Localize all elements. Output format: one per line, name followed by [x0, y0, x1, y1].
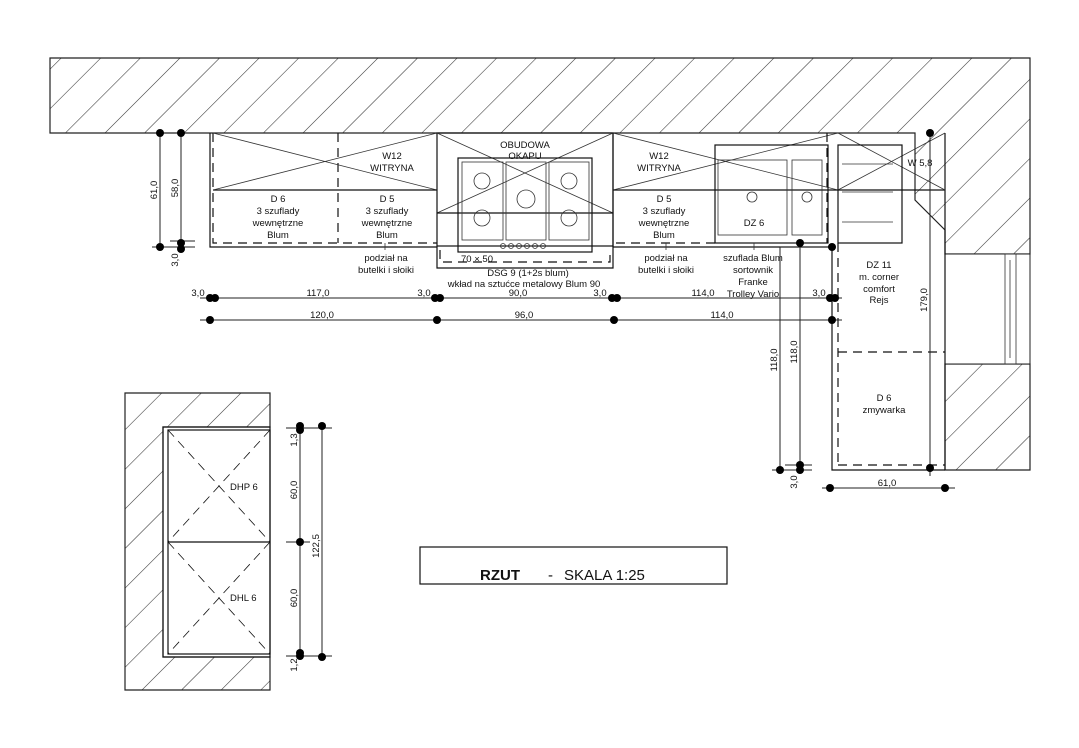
dim-1-3: 1,3 [289, 433, 300, 446]
dim-row2-0: 120,0 [310, 310, 334, 321]
cabinet-labels: W12 WITRYNA OBUDOWA OKAPU W12 WITRYNA W … [252, 140, 933, 416]
label-dsg: DSG 9 (1+2s blum) [487, 268, 569, 279]
dim-row1-3: 90,0 [509, 288, 528, 299]
dim-row1-1: 117,0 [306, 288, 329, 299]
title-main: RZUT [480, 567, 520, 584]
label-w12-left-sub: WITRYNA [370, 163, 414, 174]
corner-run [837, 132, 946, 466]
label-d6-left-3: Blum [267, 230, 289, 241]
dim-row1-0: 3,0 [191, 288, 204, 299]
window-opening [944, 253, 1031, 365]
label-d6-left: D 6 [271, 194, 286, 205]
label-okap-sub: OKAPU [508, 151, 541, 162]
window-frame [1004, 253, 1017, 365]
dim-row2-1: 96,0 [515, 310, 534, 321]
dim-row1-2: 3,0 [417, 288, 430, 299]
label-d6-zmywarka-1: zmywarka [863, 405, 906, 416]
label-d5-left-3: Blum [376, 230, 398, 241]
dim-118b: 118,0 [789, 340, 800, 363]
walls [49, 57, 1031, 471]
dim-60a: 60,0 [289, 481, 300, 500]
dim-60b: 60,0 [289, 589, 300, 608]
label-dz11: DZ 11 [866, 260, 891, 271]
label-dz11-3: Rejs [869, 295, 888, 306]
label-szuflada-1: sortownik [733, 265, 773, 276]
dim-61: 61,0 [149, 181, 160, 200]
label-d5-right: D 5 [657, 194, 672, 205]
label-w12-left: W12 [382, 151, 402, 162]
dim-row1-5: 114,0 [691, 288, 714, 299]
label-szuflada-3: Trolley Vario [727, 289, 779, 300]
label-dz11-2: comfort [863, 284, 895, 295]
label-dz6: DZ 6 [744, 218, 765, 229]
label-podzial-right: podział na [644, 253, 688, 264]
dim-3-right: 3,0 [789, 475, 800, 488]
label-szuflada: szuflada Blum [723, 253, 783, 264]
label-d5-left-1: 3 szuflady [366, 206, 409, 217]
label-szuflada-2: Franke [738, 277, 768, 288]
label-d6-left-1: 3 szuflady [257, 206, 300, 217]
sink [714, 133, 829, 244]
title-sep: - [548, 567, 553, 584]
dim-3-left: 3,0 [170, 253, 181, 266]
label-d5-right-2: wewnętrzne [638, 218, 690, 229]
label-d6-zmywarka: D 6 [877, 393, 892, 404]
label-d5-right-1: 3 szuflady [643, 206, 686, 217]
dim-122-5: 122,5 [311, 534, 322, 558]
counter-top-run [209, 132, 945, 471]
dim-1-2: 1,2 [289, 658, 300, 671]
dim-row1-4: 3,0 [593, 288, 606, 299]
tall-units: DHP 6 DHL 6 1,3 60,0 122,5 60,0 1,2 [124, 392, 332, 691]
gas-hob [457, 157, 593, 253]
label-w12-right-sub: WITRYNA [637, 163, 681, 174]
label-w12-right: W12 [649, 151, 669, 162]
dim-row2-2: 114,0 [710, 310, 733, 321]
dim-61-bottom: 61,0 [878, 478, 897, 489]
dim-118a: 118,0 [769, 348, 780, 371]
dim-row1-6: 3,0 [812, 288, 825, 299]
label-d6-left-2: wewnętrzne [252, 218, 304, 229]
label-w58: W 5,8 [908, 158, 933, 169]
label-d5-left-2: wewnętrzne [361, 218, 413, 229]
label-podzial-left-1: butelki i słoiki [358, 265, 414, 276]
label-dsg-1: wkład na sztućce metalowy Blum 90 [447, 279, 601, 290]
dimension-lines: 61,0 58,0 3,0 3,0 117,0 3,0 90,0 3,0 114… [149, 129, 955, 492]
right-wall-lower [944, 363, 1031, 471]
label-dz11-1: m. corner [859, 272, 899, 283]
label-d5-right-3: Blum [653, 230, 675, 241]
label-dhp6: DHP 6 [230, 482, 258, 493]
label-dhl6: DHL 6 [230, 593, 257, 604]
title-block: RZUT - SKALA 1:25 [419, 546, 728, 585]
title-scale: SKALA 1:25 [564, 567, 645, 584]
label-hob-size: 70 × 50 [461, 254, 493, 265]
label-okap: OBUDOWA [500, 140, 550, 151]
label-d5-left: D 5 [380, 194, 395, 205]
label-podzial-right-1: butelki i słoiki [638, 265, 694, 276]
dim-179: 179,0 [919, 288, 930, 312]
dim-58: 58,0 [170, 179, 181, 198]
label-podzial-left: podział na [364, 253, 408, 264]
